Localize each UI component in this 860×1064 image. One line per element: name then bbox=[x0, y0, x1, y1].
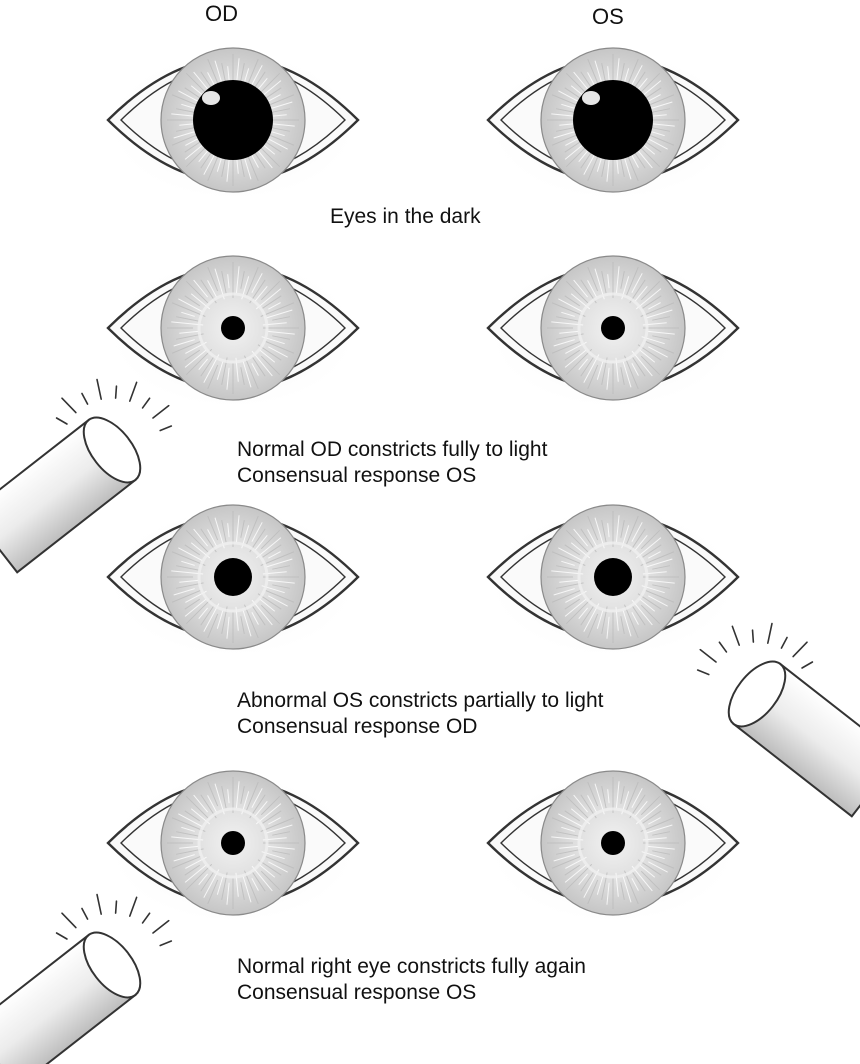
caption-row-4-line-1: Normal right eye constricts fully again bbox=[237, 955, 586, 978]
reflection bbox=[582, 91, 600, 105]
pupil bbox=[573, 80, 653, 160]
collarette bbox=[577, 292, 649, 364]
caption-row-4-line-2: Consensual response OS bbox=[237, 981, 477, 1004]
light-rays bbox=[696, 622, 814, 676]
caption-row-3-line-2: Consensual response OD bbox=[237, 715, 478, 738]
penlight-icon-row-2 bbox=[0, 378, 173, 574]
caption-row-3-line-1: Abnormal OS constricts partially to ligh… bbox=[237, 689, 604, 712]
collarette bbox=[197, 292, 269, 364]
pupil bbox=[221, 831, 245, 855]
light-rays bbox=[55, 378, 173, 432]
caption-row-1: Eyes in the dark bbox=[330, 205, 481, 228]
pupil bbox=[594, 558, 632, 596]
eye-os-row-3 bbox=[483, 504, 743, 661]
reflection bbox=[202, 91, 220, 105]
penlight-lens bbox=[82, 416, 142, 484]
row-2 bbox=[103, 255, 743, 412]
penlight-icon-row-4 bbox=[0, 893, 173, 1064]
row-3 bbox=[103, 504, 743, 661]
pupil bbox=[193, 80, 273, 160]
eye-od-row-3 bbox=[103, 504, 363, 661]
penlight-icon-row-3 bbox=[696, 622, 860, 818]
pupil bbox=[601, 831, 625, 855]
collarette bbox=[577, 541, 649, 613]
eye-os-row-2 bbox=[483, 255, 743, 412]
eye-os-row-4 bbox=[483, 770, 743, 927]
row-4 bbox=[103, 770, 743, 927]
column-header-os: OS bbox=[592, 4, 624, 29]
eye-od-row-1 bbox=[103, 47, 363, 204]
light-rays bbox=[55, 893, 173, 947]
eye-od-row-2 bbox=[103, 255, 363, 412]
eye-od-row-4 bbox=[103, 770, 363, 927]
pupil bbox=[221, 316, 245, 340]
collarette bbox=[197, 807, 269, 879]
eye-os-row-1 bbox=[483, 47, 743, 204]
column-header-od: OD bbox=[205, 1, 238, 26]
penlight-lens bbox=[727, 660, 787, 728]
iris-fibers bbox=[167, 777, 299, 909]
caption-row-2-line-2: Consensual response OS bbox=[237, 464, 477, 487]
pupil bbox=[214, 558, 252, 596]
row-1 bbox=[103, 47, 743, 204]
pupil bbox=[601, 316, 625, 340]
caption-row-2-line-1: Normal OD constricts fully to light bbox=[237, 438, 548, 461]
collarette bbox=[197, 541, 269, 613]
penlight-lens bbox=[82, 931, 142, 999]
collarette bbox=[577, 807, 649, 879]
